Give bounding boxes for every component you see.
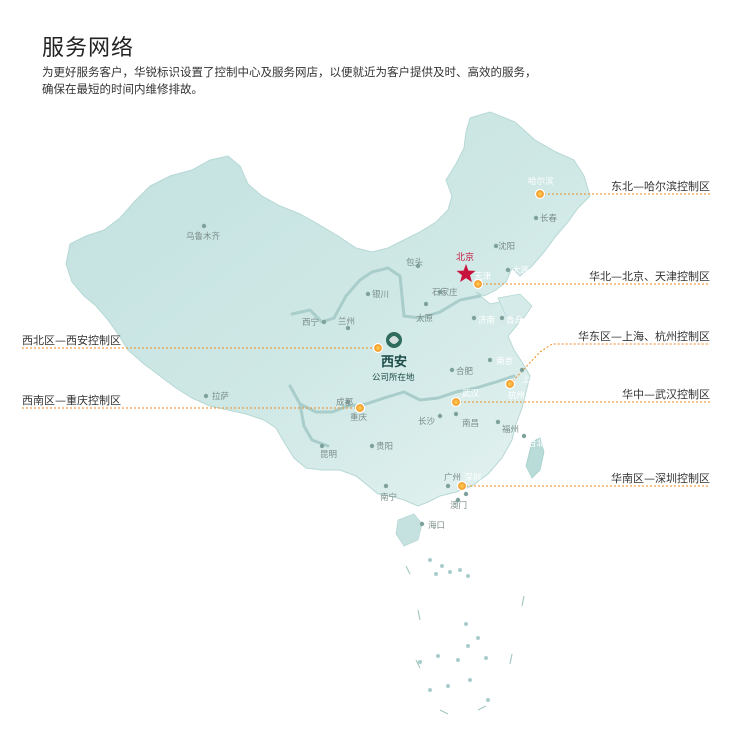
city-label: 石家庄 xyxy=(432,287,458,298)
city-label: 太原 xyxy=(416,313,433,324)
city-dots xyxy=(201,215,539,527)
city-label: 上海 xyxy=(522,374,540,385)
intro-text: 为更好服务客户，华锐标识设置了控制中心及服务网店，以便就近为客户提供及时、高效的… xyxy=(42,64,602,98)
city-label: 银川 xyxy=(372,289,389,300)
city-label: 广州 xyxy=(444,472,461,483)
city-label: 海口 xyxy=(428,520,445,531)
intro-line-1: 为更好服务客户，华锐标识设置了控制中心及服务网店，以便就近为客户提供及时、高效的… xyxy=(42,65,537,79)
city-label: 西宁 xyxy=(302,317,319,328)
intro-line-2: 确保在最短的时间内维修排故。 xyxy=(42,82,203,96)
region-label-xibei: 西北区—西安控制区 xyxy=(22,333,121,347)
city-label: 贵阳 xyxy=(376,441,393,452)
hainan xyxy=(395,513,423,547)
city-label: 哈尔滨 xyxy=(528,176,554,187)
control-region-labels: 东北—哈尔滨控制区 华北—北京、天津控制区 华东区—上海、杭州控制区 华中—武汉… xyxy=(22,179,710,485)
city-label: 拉萨 xyxy=(212,391,230,402)
city-label: 济南 xyxy=(478,315,495,326)
region-label-huabei: 华北—北京、天津控制区 xyxy=(589,269,710,283)
city-label: 大连 xyxy=(512,265,530,276)
south-china-sea-islands xyxy=(418,558,490,702)
city-label: 合肥 xyxy=(456,366,474,377)
city-label: 兰州 xyxy=(338,316,355,327)
city-label: 台北 xyxy=(528,438,546,449)
region-label-dongbei: 东北—哈尔滨控制区 xyxy=(611,179,710,193)
city-label: 澳门 xyxy=(450,500,467,511)
city-label: 沈阳 xyxy=(498,241,515,252)
city-label: 天津 xyxy=(474,271,492,282)
city-label: 深圳 xyxy=(464,472,481,483)
city-label: 武汉 xyxy=(462,388,480,399)
region-label-huanan: 华南区—深圳控制区 xyxy=(611,471,710,485)
leader-lines xyxy=(22,193,710,487)
company-logo-icon xyxy=(386,332,402,348)
nine-dash-line xyxy=(405,565,525,715)
city-label: 福州 xyxy=(502,424,519,435)
city-label: 南京 xyxy=(496,356,513,367)
shandong-peninsula xyxy=(497,293,533,319)
city-label: 南昌 xyxy=(462,418,479,429)
city-label: 重庆 xyxy=(350,412,368,423)
capital-label: 北京 xyxy=(456,251,474,263)
hq-name: 西安 xyxy=(381,354,407,370)
city-label: 长沙 xyxy=(418,416,436,427)
star-icon xyxy=(456,264,476,282)
city-label: 成都 xyxy=(336,397,354,408)
yangtze-river xyxy=(288,374,516,414)
yellow-river xyxy=(290,266,482,324)
city-label: 南宁 xyxy=(380,492,397,503)
city-labels: 哈尔滨 长春 沈阳 大连 天津 石家庄 包头 太原 济南 青岛 银川 西宁 兰州… xyxy=(186,176,558,531)
city-label: 青岛 xyxy=(506,315,523,326)
region-label-huadong: 华东区—上海、杭州控制区 xyxy=(578,329,710,343)
page-title: 服务网络 xyxy=(42,36,135,61)
city-label: 长春 xyxy=(540,213,558,224)
region-label-xinan: 西南区—重庆控制区 xyxy=(22,393,121,407)
city-label: 昆明 xyxy=(320,450,337,460)
hq-sub: 公司所在地 xyxy=(372,372,415,383)
city-label: 包头 xyxy=(406,257,424,268)
city-label: 杭州 xyxy=(508,390,525,401)
taiwan xyxy=(525,437,545,479)
region-label-huazhong: 华中—武汉控制区 xyxy=(622,387,710,401)
china-mainland xyxy=(65,111,591,507)
control-center-dots xyxy=(354,188,546,492)
city-label: 乌鲁木齐 xyxy=(186,231,221,242)
city-label: 香港 xyxy=(470,492,488,503)
river-bend xyxy=(298,402,330,448)
